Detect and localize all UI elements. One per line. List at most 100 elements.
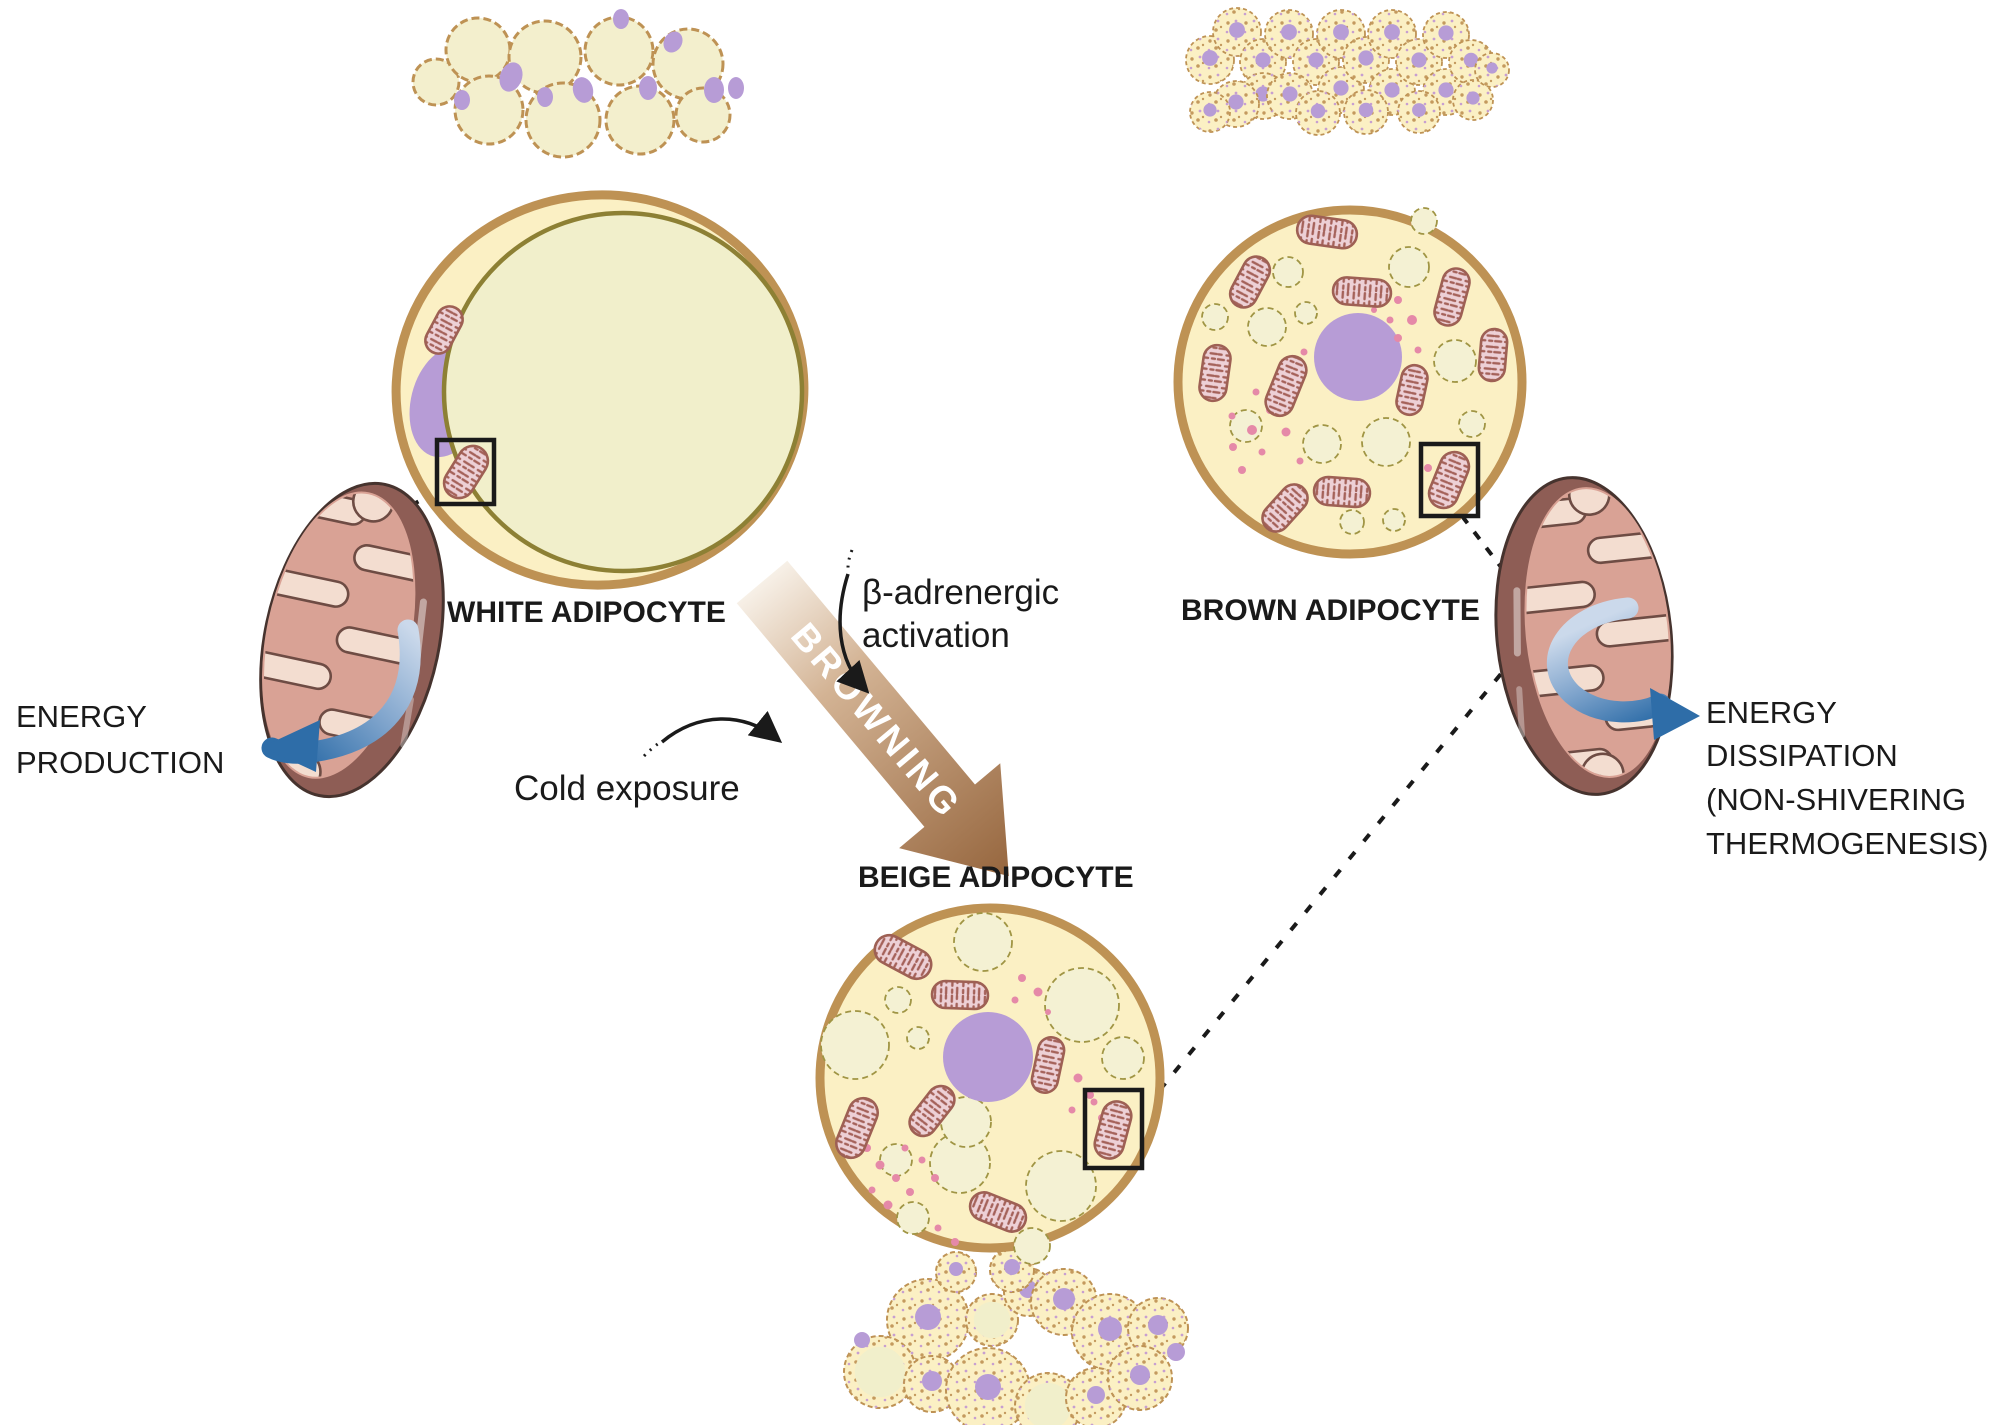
mitochondrion-small (1427, 450, 1471, 510)
pink-granule (951, 1238, 959, 1246)
energy-production-label-line2: PRODUCTION (16, 745, 224, 780)
lipid-droplet (1458, 410, 1486, 438)
mitochondrion-small (873, 933, 933, 981)
pink-granule (1045, 1009, 1051, 1015)
beige-adipose-cell-nucleus (949, 1262, 963, 1276)
cold-exposure-label: Cold exposure (514, 769, 740, 808)
lipid-droplet (1044, 967, 1120, 1043)
beige-adipose-cell-lipid (973, 1301, 1011, 1339)
membrane-highlight (1516, 686, 1526, 739)
mitochondrion-body (442, 444, 490, 500)
mitochondrion-small (1228, 255, 1272, 309)
white-adipose-cell (444, 16, 512, 84)
white-adipocyte-lipid-droplet (441, 210, 805, 574)
brown-adipose-cell-nucleus (1202, 50, 1218, 66)
pink-granule (868, 1186, 876, 1194)
lipid-droplet (1247, 307, 1287, 347)
mitochondrion-small (1433, 267, 1471, 327)
lipid-droplet (1433, 339, 1477, 383)
brown-adipose-cell (1452, 79, 1494, 121)
pink-granule (1300, 348, 1308, 356)
beige-adipocyte-lipid-droplets (820, 912, 1145, 1265)
beige-adipose-cell (843, 1335, 917, 1409)
zoom-box-brown (1418, 441, 1481, 519)
pink-granule (1086, 1091, 1094, 1099)
beige-adipose-cell-nucleus (922, 1371, 942, 1391)
white-adipose-cell (411, 57, 461, 107)
mitochondrion-small (1295, 214, 1359, 250)
beige-adipose-cell-lipid (1024, 1382, 1072, 1425)
cold-exposure-curved-arrow (660, 710, 783, 744)
white-adipocyte-label: WHITE ADIPOCYTE (447, 596, 726, 629)
pink-granule (1414, 346, 1422, 354)
pink-granule (1252, 388, 1260, 396)
brown-adipose-cell-nucleus (1203, 103, 1217, 117)
beige-adipose-cell-nucleus (1004, 1259, 1020, 1275)
mitochondrion-energy-dissipation (1494, 476, 1683, 796)
beige-adipose-cell (1127, 1297, 1189, 1359)
brown-adipose-cell-nucleus (1282, 86, 1298, 102)
beige-adipose-cell-nucleus (975, 1374, 1001, 1400)
energy-dissipation-arrow-head (1650, 688, 1700, 740)
mitochondrion-small (1395, 363, 1429, 417)
pink-granule (1407, 315, 1417, 325)
mitochondrion-body (835, 1096, 879, 1160)
brown-adipose-cell-nucleus (1384, 82, 1400, 98)
white-adipose-cell-nucleus (454, 90, 470, 110)
lipid-droplet (884, 986, 912, 1014)
browning-arrow-body (736, 560, 1009, 877)
pink-granule (1394, 334, 1402, 342)
pink-granule (1394, 296, 1402, 304)
beta-adrenergic-label-line1: β-adrenergic (862, 573, 1059, 612)
mitochondrion-body (424, 305, 464, 355)
white-adipocyte-mitochondria (424, 305, 490, 500)
pink-granule (875, 1160, 885, 1170)
mitochondrion-body (1264, 354, 1308, 418)
pink-granule (1281, 427, 1291, 437)
beige-adipose-cell-nucleus (1098, 1317, 1122, 1341)
lipid-droplet (1302, 424, 1342, 464)
white-adipose-cell-nucleus (537, 87, 553, 107)
brown-adipose-cell-nucleus (1486, 62, 1498, 74)
brown-adipose-cell-nucleus (1255, 86, 1271, 102)
mitochondrion-small (442, 444, 490, 500)
mitochondrion-body (968, 1191, 1028, 1233)
pink-granule (1258, 448, 1266, 456)
beige-adipose-cell-nucleus (854, 1332, 870, 1348)
beige-adipocyte-nucleus (943, 1012, 1033, 1102)
beta-adrenergic-label-line2: activation (862, 616, 1010, 655)
lipid-droplet (1101, 1036, 1145, 1080)
brown-adipocyte-mitochondria (1198, 214, 1509, 533)
brown-adipose-cell (1295, 90, 1341, 136)
white-adipose-tissue-cluster (411, 9, 744, 159)
lipid-droplet (1013, 1227, 1051, 1265)
pink-granule (918, 1156, 926, 1164)
mitochondrion-body (930, 979, 990, 1011)
beige-adipose-cell (886, 1278, 970, 1362)
beige-adipose-cell-lipid (854, 1346, 906, 1398)
pink-granule (931, 1174, 939, 1182)
membrane-highlight (1513, 587, 1521, 657)
beige-adipose-cell (935, 1251, 977, 1293)
pink-granule (1073, 1073, 1083, 1083)
pink-granule (1033, 987, 1043, 997)
white-adipose-cell-nucleus (572, 77, 594, 103)
mitochondrion-body (1228, 255, 1272, 309)
energy-production-arrow-head (262, 720, 320, 772)
lipid-droplet (1339, 509, 1365, 535)
mitochondrion-small (968, 1191, 1028, 1233)
mitochondrion-small (1093, 1100, 1133, 1160)
lipid-droplet (820, 1010, 890, 1080)
mitochondrion-small (1264, 354, 1308, 418)
brown-adipose-cell-nucleus (1384, 24, 1400, 40)
brown-adipose-cell (1397, 90, 1441, 134)
beta-activation-curved-arrow (836, 573, 870, 694)
brown-adipose-cell (1367, 9, 1417, 59)
beige-adipose-cell-nucleus (1148, 1315, 1168, 1335)
brown-adipose-cell-nucleus (1463, 52, 1479, 68)
beta-arrow-dotted-lead (846, 549, 854, 569)
lipid-droplet (906, 1026, 930, 1050)
beige-adipose-cell (965, 1293, 1019, 1347)
mitochondrion-small (1331, 276, 1393, 308)
pink-granule (1229, 443, 1237, 451)
